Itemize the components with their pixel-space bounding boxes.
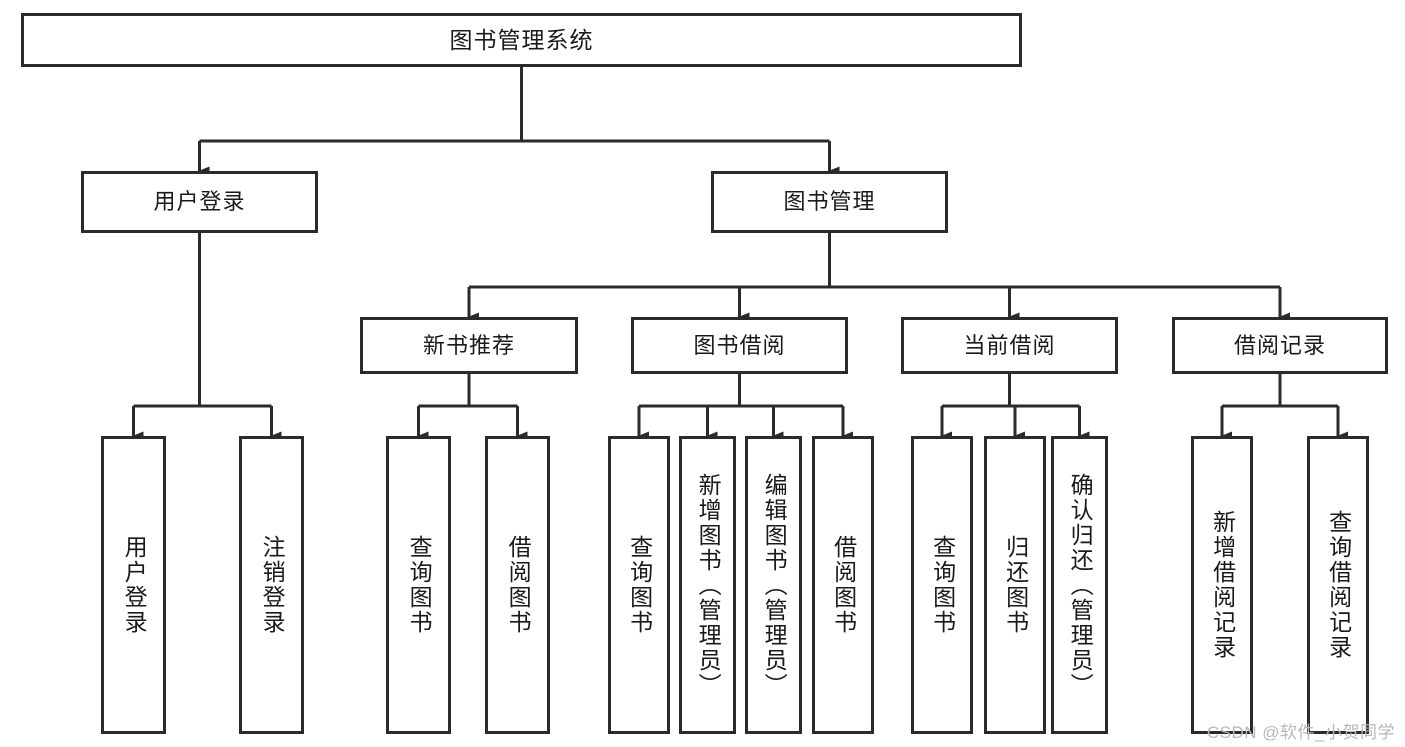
node-leaf-user-logout[interactable]: 注销登录 — [239, 436, 304, 734]
node-label: 图书管理系统 — [449, 26, 594, 53]
node-leaf-cb-return[interactable]: 归还图书 — [984, 436, 1046, 734]
node-user-login[interactable]: 用户登录 — [81, 171, 318, 233]
node-label: 图书借阅 — [693, 332, 786, 358]
node-label: 注销登录 — [259, 535, 286, 635]
node-label: 查询图书 — [626, 535, 653, 635]
node-new-book-rec[interactable]: 新书推荐 — [360, 317, 578, 374]
node-label: 借阅记录 — [1233, 332, 1326, 358]
node-leaf-cb-query[interactable]: 查询图书 — [911, 436, 973, 734]
node-label: 确认归还（管理员） — [1067, 472, 1094, 698]
node-label: 借阅图书 — [830, 535, 857, 635]
node-label: 编辑图书（管理员） — [761, 472, 788, 698]
node-leaf-bb-borrow[interactable]: 借阅图书 — [812, 436, 874, 734]
node-leaf-bb-query[interactable]: 查询图书 — [608, 436, 670, 734]
node-label: 新增图书（管理员） — [695, 472, 722, 698]
node-leaf-rec-query[interactable]: 查询图书 — [386, 436, 451, 734]
node-root[interactable]: 图书管理系统 — [21, 13, 1022, 67]
node-leaf-rec-borrow[interactable]: 借阅图书 — [485, 436, 550, 734]
node-book-borrow[interactable]: 图书借阅 — [631, 317, 848, 374]
node-book-mgmt[interactable]: 图书管理 — [711, 171, 948, 233]
node-label: 归还图书 — [1002, 535, 1029, 635]
node-leaf-bb-add[interactable]: 新增图书（管理员） — [679, 436, 736, 734]
node-current-borrow[interactable]: 当前借阅 — [901, 317, 1118, 374]
node-label: 用户登录 — [153, 189, 246, 215]
node-label: 借阅图书 — [505, 535, 532, 635]
node-leaf-bb-edit[interactable]: 编辑图书（管理员） — [745, 436, 802, 734]
node-leaf-br-add[interactable]: 新增借阅记录 — [1191, 436, 1253, 734]
node-label: 用户登录 — [121, 535, 148, 635]
node-label: 新书推荐 — [422, 332, 515, 358]
node-leaf-cb-confirm[interactable]: 确认归还（管理员） — [1051, 436, 1108, 734]
node-label: 查询图书 — [406, 535, 433, 635]
node-label: 查询图书 — [929, 535, 956, 635]
node-label: 新增借阅记录 — [1209, 510, 1236, 660]
node-leaf-user-login[interactable]: 用户登录 — [101, 436, 166, 734]
node-label: 当前借阅 — [963, 332, 1056, 358]
node-borrow-record[interactable]: 借阅记录 — [1172, 317, 1388, 374]
node-label: 图书管理 — [783, 189, 876, 215]
node-leaf-br-query[interactable]: 查询借阅记录 — [1307, 436, 1369, 734]
node-label: 查询借阅记录 — [1325, 510, 1352, 660]
